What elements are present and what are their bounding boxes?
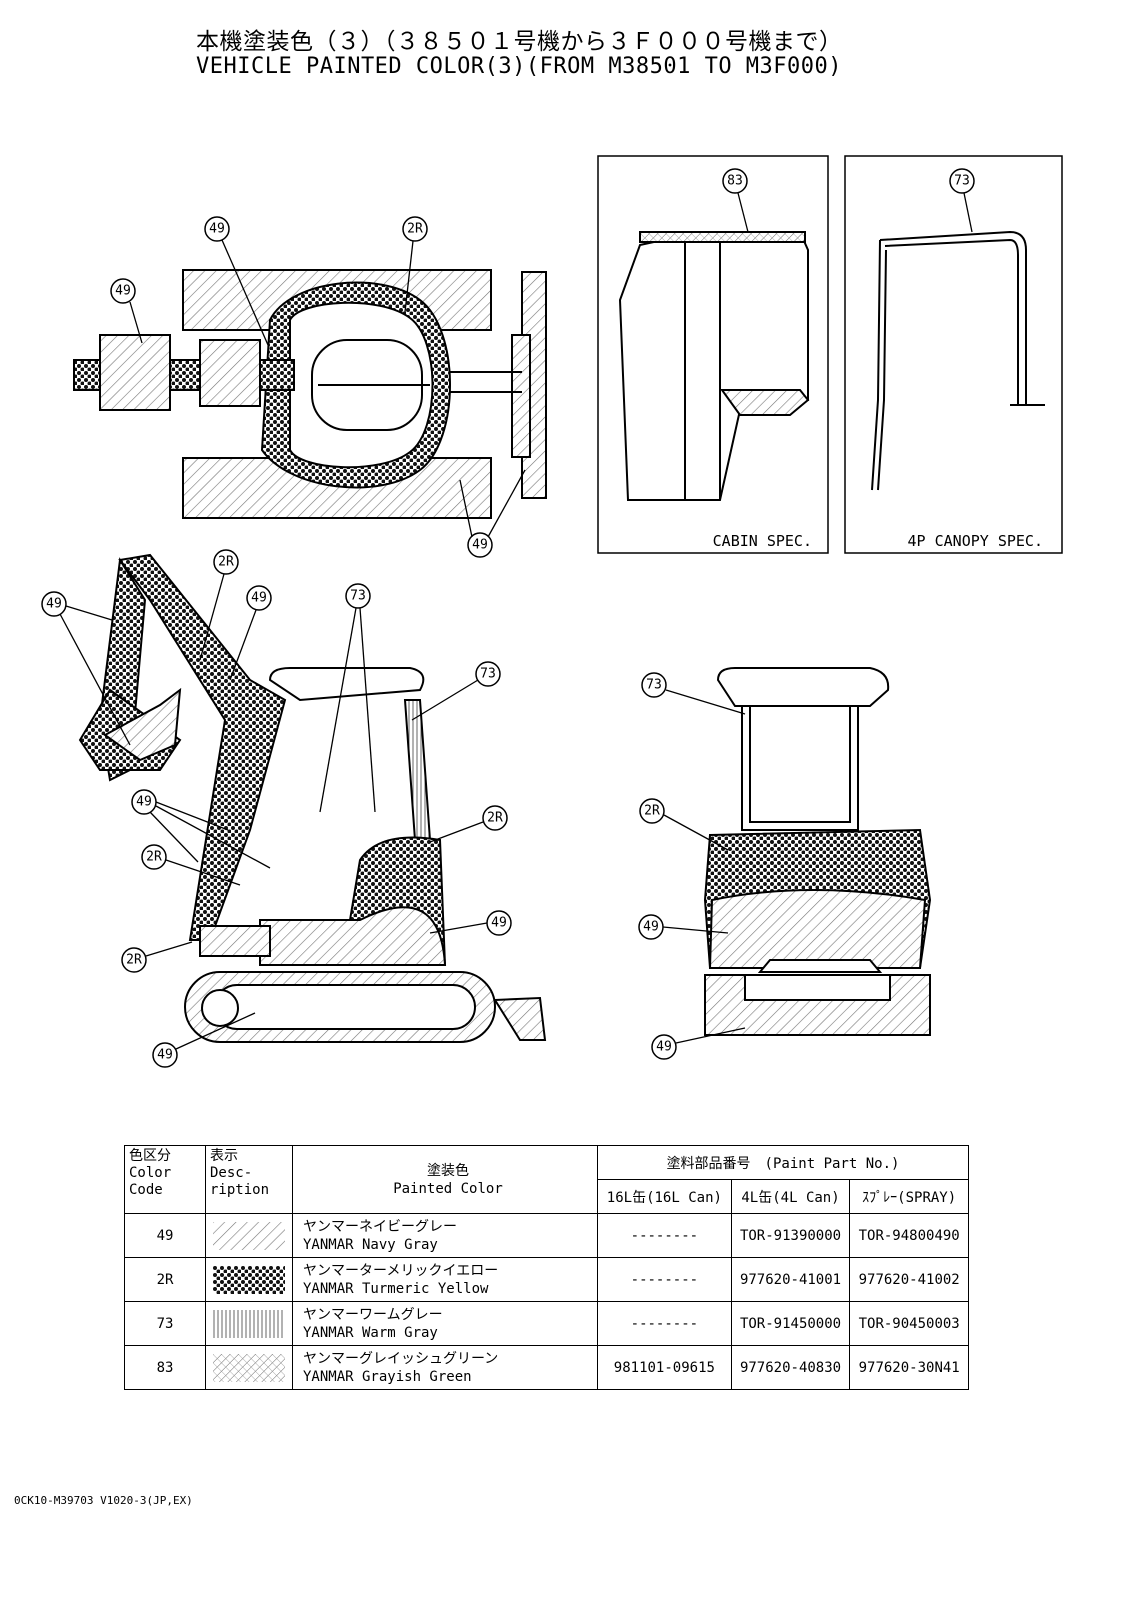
callout-73: 73: [954, 174, 970, 189]
color-name-ja: ヤンマーターメリックイエロー: [303, 1262, 499, 1279]
swatch-cross-hatch: [213, 1353, 285, 1382]
color-name-ja: ヤンマーグレイッシュグリーン: [303, 1350, 499, 1367]
part-spray: TOR-90450003: [849, 1301, 969, 1346]
row-color-code: 83: [124, 1345, 206, 1390]
callout-49: 49: [251, 591, 267, 606]
color-name-en: YANMAR Warm Gray: [303, 1324, 438, 1341]
callout-49: 49: [115, 284, 131, 299]
title-english: VEHICLE PAINTED COLOR(3)(FROM M38501 TO …: [196, 54, 843, 79]
cabin-drawing: [618, 231, 810, 501]
color-name-ja: ヤンマーワームグレー: [303, 1306, 443, 1323]
color-name-en: YANMAR Turmeric Yellow: [303, 1280, 489, 1297]
excavator-diagram: 49 2R 49 49 83 73 2R 49 49 73 73 49 2R 2…: [41, 155, 1063, 1068]
callout-73: 73: [480, 667, 496, 682]
callout-49: 49: [643, 920, 659, 935]
row-color-code: 73: [124, 1301, 206, 1346]
part-16l: --------: [597, 1301, 732, 1346]
header-color-code: 色区分 Color Code: [124, 1145, 206, 1214]
part-16l: --------: [597, 1257, 732, 1302]
part-4l: TOR-91390000: [730, 1213, 851, 1258]
swatch-dense-dots: [213, 1265, 285, 1294]
header-spray: ｽﾌﾟﾚｰ(SPRAY): [849, 1179, 969, 1214]
header-4l-can: 4L缶(4L Can): [730, 1179, 851, 1214]
part-spray: 977620-30N41: [849, 1345, 969, 1390]
swatch-diagonal-hatch: [213, 1221, 285, 1250]
part-spray: 977620-41002: [849, 1257, 969, 1302]
row-color-code: 49: [124, 1213, 206, 1258]
part-4l: 977620-40830: [730, 1345, 851, 1390]
callout-49: 49: [472, 538, 488, 553]
part-16l: 981101-09615: [597, 1345, 732, 1390]
part-16l: --------: [597, 1213, 732, 1258]
part-4l: 977620-41001: [730, 1257, 851, 1302]
canopy-spec-label: 4P CANOPY SPEC.: [908, 532, 1043, 550]
callout-49: 49: [491, 916, 507, 931]
cabin-spec-label: CABIN SPEC.: [713, 532, 812, 550]
row-color-code: 2R: [124, 1257, 206, 1302]
title-japanese: 本機塗装色（３）（３８５０１号機から３Ｆ０００号機まで）: [196, 29, 843, 55]
callout-2r: 2R: [146, 850, 162, 865]
callout-2r: 2R: [644, 804, 660, 819]
color-name-en: YANMAR Grayish Green: [303, 1368, 472, 1385]
callout-2r: 2R: [487, 811, 503, 826]
canopy-panel-frame: [844, 155, 1063, 554]
part-spray: TOR-94800490: [849, 1213, 969, 1258]
header-16l-can: 16L缶(16L Can): [597, 1179, 732, 1214]
callout-49: 49: [136, 795, 152, 810]
document-footer-code: 0CK10-M39703 V1020-3(JP,EX): [14, 1494, 193, 1507]
part-4l: TOR-91450000: [730, 1301, 851, 1346]
swatch-vertical-lines: [213, 1309, 285, 1338]
callout-2r: 2R: [126, 953, 142, 968]
callout-73: 73: [646, 678, 662, 693]
rear-view: [703, 667, 932, 1036]
callout-49: 49: [46, 597, 62, 612]
callout-73: 73: [350, 589, 366, 604]
side-boom: [118, 553, 287, 941]
callout-2r: 2R: [407, 222, 423, 237]
callout-49: 49: [656, 1040, 672, 1055]
top-view: [73, 269, 547, 519]
header-description: 表示 Desc- ription: [205, 1145, 293, 1214]
callout-2r: 2R: [218, 555, 234, 570]
color-name-en: YANMAR Navy Gray: [303, 1236, 438, 1253]
color-name-ja: ヤンマーネイビーグレー: [303, 1218, 457, 1235]
callout-49: 49: [209, 222, 225, 237]
callout-83: 83: [727, 174, 743, 189]
header-paint-part-no: 塗料部品番号 (Paint Part No.): [597, 1145, 969, 1180]
paint-color-table: 色区分 Color Code 表示 Desc- ription 塗装色 Pain…: [124, 1145, 969, 1390]
header-painted-color: 塗装色 Painted Color: [292, 1145, 598, 1214]
side-view: [78, 553, 547, 1043]
callout-49: 49: [157, 1048, 173, 1063]
cabin-panel-frame: [597, 155, 829, 554]
canopy-drawing: [871, 230, 1045, 491]
